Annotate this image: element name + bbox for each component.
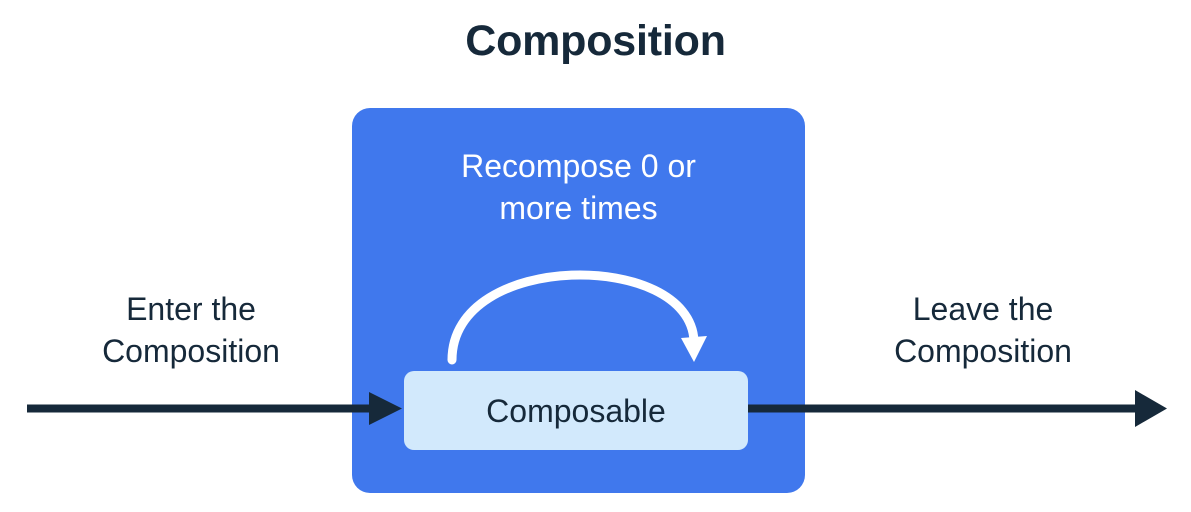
composable-label: Composable <box>486 392 666 429</box>
enter-composition-label: Enter the Composition <box>102 291 280 370</box>
composable-node: Composable <box>404 371 748 450</box>
leave-composition-arrow <box>748 390 1167 427</box>
page-title: Composition <box>465 17 726 65</box>
enter-composition-arrow <box>27 392 402 425</box>
leave-arrow-head <box>1135 390 1167 427</box>
leave-composition-label: Leave the Composition <box>894 291 1072 370</box>
recompose-label: Recompose 0 or more times <box>461 148 696 227</box>
